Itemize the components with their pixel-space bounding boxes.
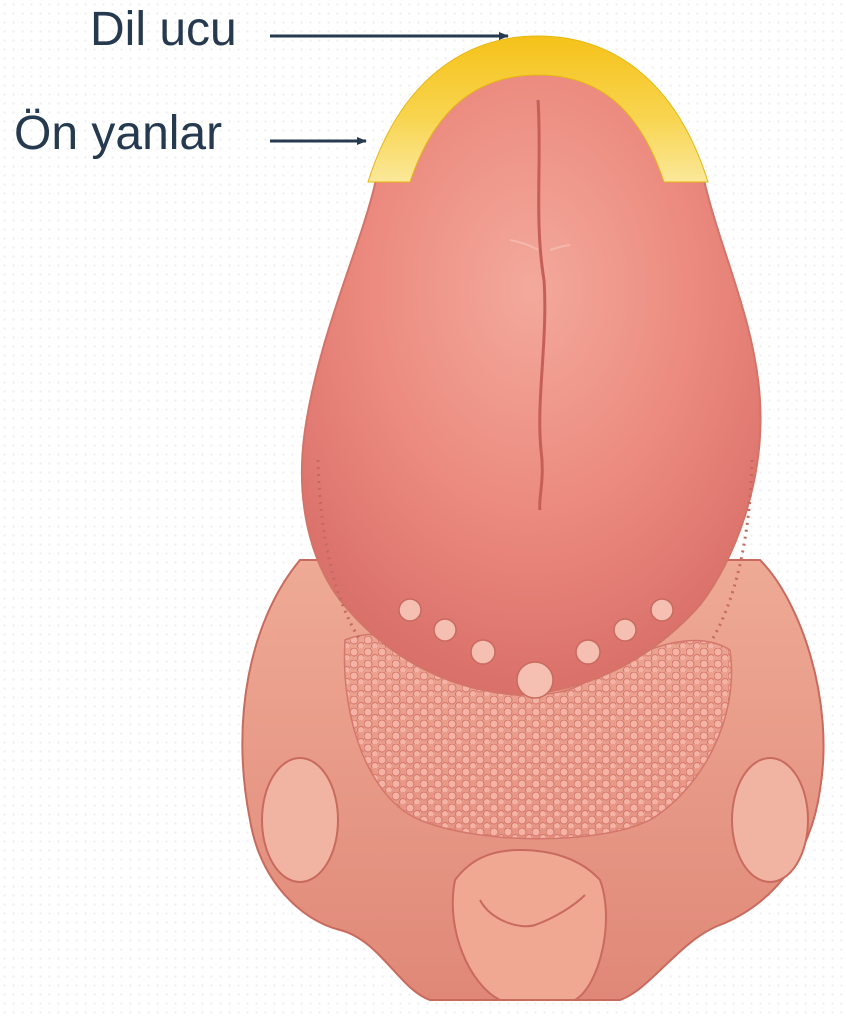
left-tonsil xyxy=(262,758,338,882)
epiglottis xyxy=(453,850,606,1000)
right-tonsil xyxy=(732,758,808,882)
